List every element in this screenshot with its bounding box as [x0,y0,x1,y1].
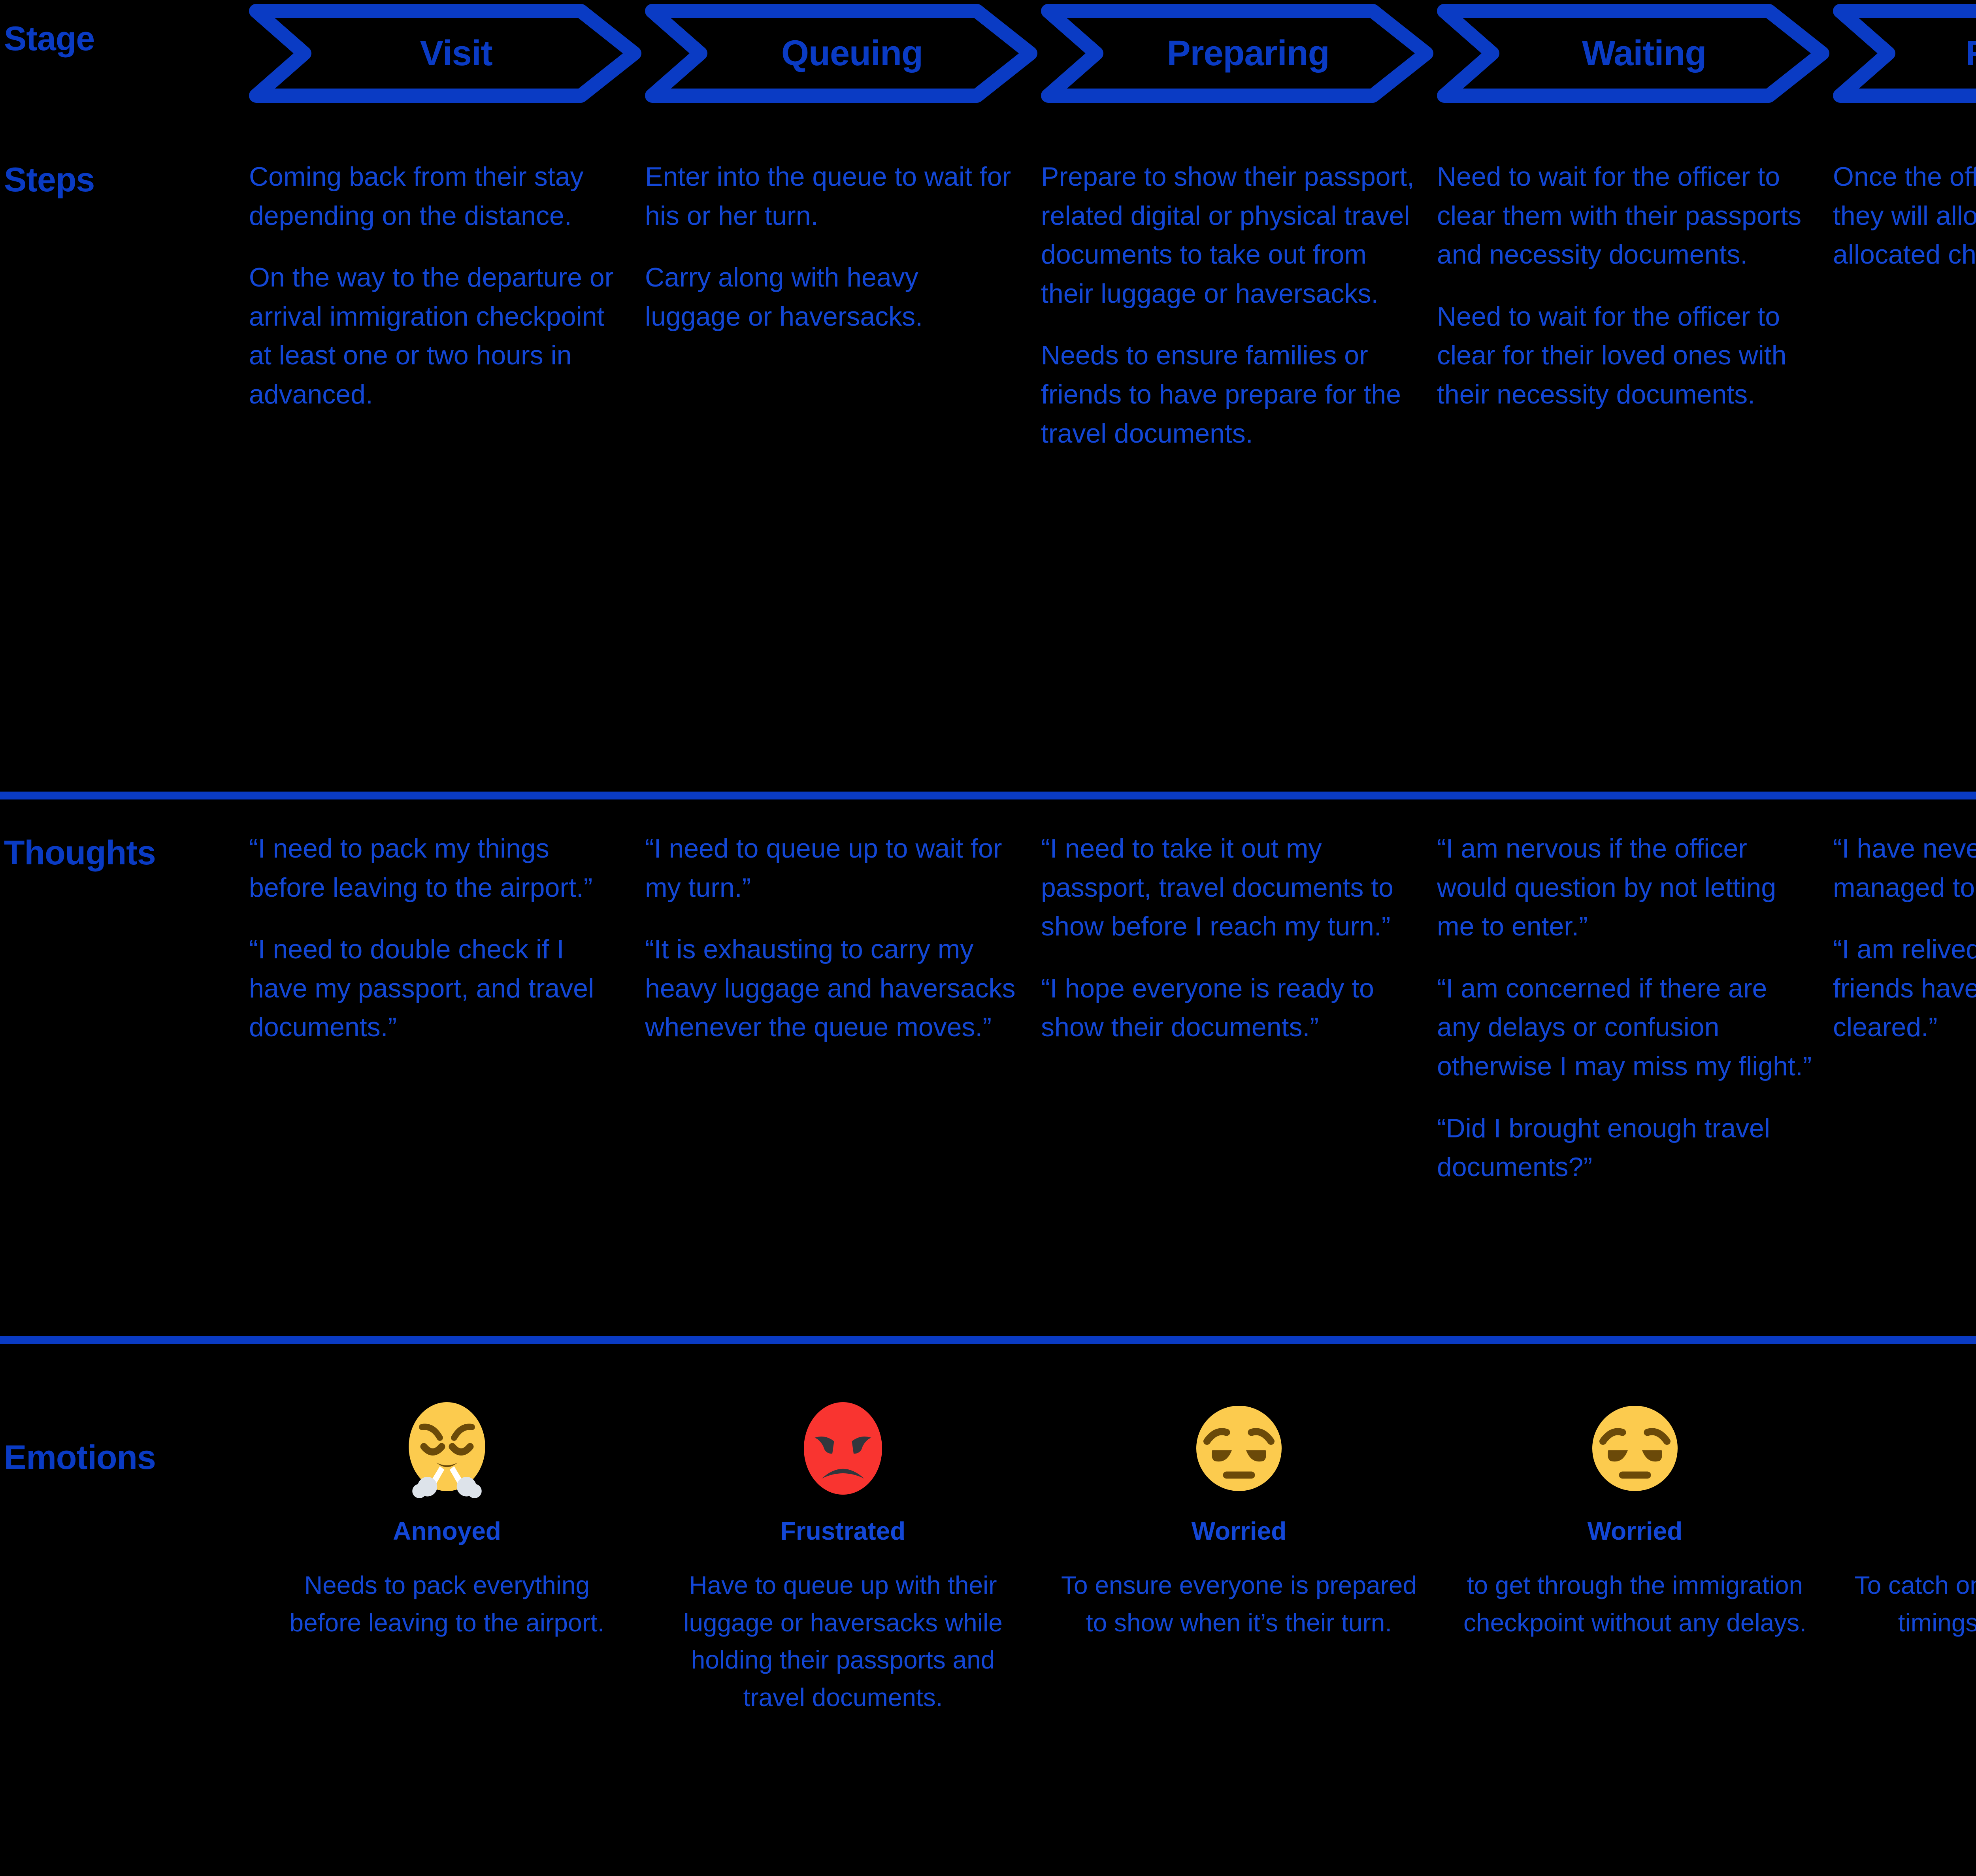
thought-quote: “I have never felt happier that I manage… [1833,833,1976,903]
step-paragraph: Prepare to show their passport, related … [1041,162,1414,309]
emotion-cell-respond: Happy To catch on time with their flight… [1833,1395,1976,1716]
stage-chevron-preparing[interactable]: Preparing [1041,4,1439,103]
emotion-name: Worried [1191,1517,1287,1545]
thoughts-cell-respond: “I have never felt happier that I manage… [1833,829,1976,1187]
thought-quote: “I need to double check if I have my pas… [249,934,594,1043]
stage-chevron-row: Visit Queuing Preparing Waiting Respond [249,4,1976,103]
chevron-shape-icon [249,4,641,103]
stage-chevron-visit[interactable]: Visit [249,4,647,103]
emotion-cell-queuing: Frustrated Have to queue up with their l… [645,1395,1041,1716]
chevron-shape-icon [1437,4,1829,103]
step-paragraph: Need to wait for the officer to clear fo… [1437,301,1787,409]
step-paragraph: Enter into the queue to wait for his or … [645,162,1011,231]
row-label-stage: Stage [4,20,95,58]
step-paragraph: Carry along with heavy luggage or havers… [645,262,923,332]
emotion-name: Frustrated [780,1517,906,1545]
steps-cell-visit: Coming back from their stay depending on… [249,157,645,453]
thought-quote: “I need to take it out my passport, trav… [1041,833,1394,942]
thoughts-cell-visit: “I need to pack my things before leaving… [249,829,645,1187]
thought-quote: “It is exhausting to carry my heavy lugg… [645,934,1016,1043]
emotion-description: Needs to pack everything before leaving … [289,1571,605,1637]
divider-steps-thoughts [0,792,1976,799]
steps-cell-queuing: Enter into the queue to wait for his or … [645,157,1041,453]
thoughts-row: “I need to pack my things before leaving… [249,829,1976,1187]
emotion-name: Worried [1587,1517,1683,1545]
thought-quote: “I am nervous if the officer would quest… [1437,833,1776,942]
step-paragraph: Once the officer is satisfied, they will… [1833,162,1976,270]
thoughts-cell-waiting: “I am nervous if the officer would quest… [1437,829,1833,1187]
thoughts-cell-queuing: “I need to queue up to wait for my turn.… [645,829,1041,1187]
emotion-description: To catch on time with their flight timin… [1854,1571,1976,1637]
emotion-cell-preparing: Worried To ensure everyone is prepared t… [1041,1395,1437,1716]
emotions-row: Annoyed Needs to pack everything before … [249,1395,1976,1716]
step-paragraph: On the way to the departure or arrival i… [249,262,614,409]
steps-cell-respond: Once the officer is satisfied, they will… [1833,157,1976,453]
emotion-description: Have to queue up with their luggage or h… [683,1571,1003,1712]
emotion-name: Annoyed [393,1517,501,1545]
divider-thoughts-emotions [0,1336,1976,1344]
stage-chevron-queuing[interactable]: Queuing [645,4,1043,103]
thought-quote: “I need to pack my things before leaving… [249,833,593,903]
steps-row: Coming back from their stay depending on… [249,157,1976,453]
chevron-shape-icon [645,4,1037,103]
steps-cell-preparing: Prepare to show their passport, related … [1041,157,1437,453]
thought-quote: “I am relived that my families or friend… [1833,934,1976,1043]
thought-quote: “I hope everyone is ready to show their … [1041,973,1374,1043]
chevron-shape-icon [1041,4,1433,103]
row-label-emotions: Emotions [4,1439,156,1476]
face-with-steam-from-nose-emoji [409,1402,485,1498]
thought-quote: “Did I brought enough travel documents?” [1437,1113,1770,1182]
pouting-angry-face-emoji [804,1402,882,1495]
stage-label-respond: Respond [1833,4,1976,103]
stage-label-preparing: Preparing [1167,33,1329,73]
emotion-description: to get through the immigration checkpoin… [1463,1571,1807,1637]
step-paragraph: Coming back from their stay depending on… [249,162,584,231]
pensive-face-emoji [1592,1406,1678,1491]
thought-quote: “I need to queue up to wait for my turn.… [645,833,1002,903]
stage-chevron-waiting[interactable]: Waiting [1437,4,1835,103]
pensive-face-emoji [1196,1406,1282,1491]
thoughts-cell-preparing: “I need to take it out my passport, trav… [1041,829,1437,1187]
emotion-description: To ensure everyone is prepared to show w… [1061,1571,1417,1637]
emotion-cell-visit: Annoyed Needs to pack everything before … [249,1395,645,1716]
step-paragraph: Needs to ensure families or friends to h… [1041,340,1401,449]
chevron-shape-icon [1833,4,1976,103]
steps-cell-waiting: Need to wait for the officer to clear th… [1437,157,1833,453]
stage-chevron-respond[interactable]: Respond [1833,4,1976,103]
row-label-steps: Steps [4,161,95,199]
step-paragraph: Need to wait for the officer to clear th… [1437,162,1802,270]
stage-label-visit: Visit [420,33,492,73]
thought-quote: “I am concerned if there are any delays … [1437,973,1812,1081]
emotion-cell-waiting: Worried to get through the immigration c… [1437,1395,1833,1716]
row-label-thoughts: Thoughts [4,834,156,872]
stage-label-queuing: Queuing [781,33,923,73]
stage-label-waiting: Waiting [1582,33,1707,73]
